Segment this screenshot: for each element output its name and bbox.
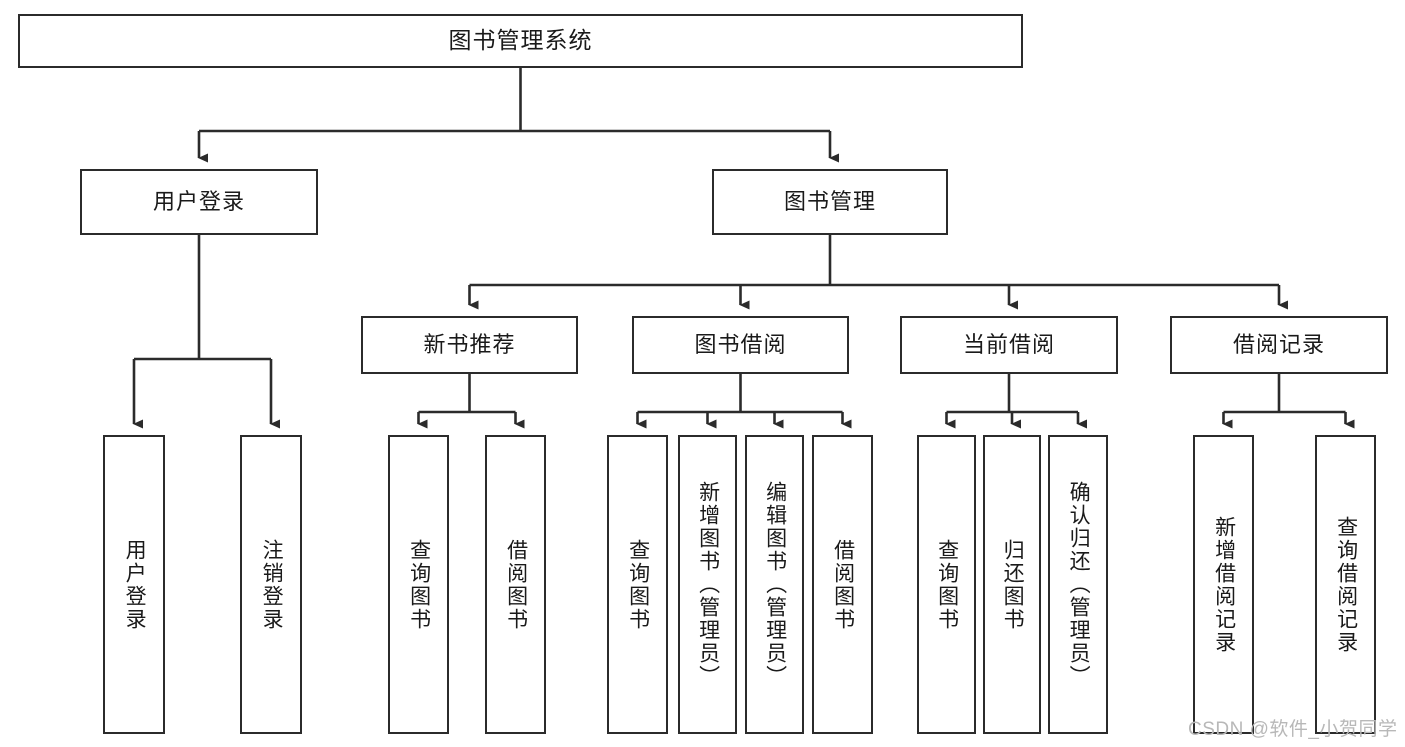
node-borrow-record[interactable]: 借阅记录 — [1170, 316, 1388, 374]
node-leaf-user-login[interactable]: 用户登录 — [103, 435, 165, 734]
node-leaf-return-book[interactable]: 归还图书 — [983, 435, 1041, 734]
node-label: 用户登录 — [152, 188, 245, 214]
node-leaf-query-record[interactable]: 查询借阅记录 — [1315, 435, 1376, 734]
node-label: 图书管理系统 — [448, 27, 593, 54]
node-label: 新增借阅记录 — [1212, 515, 1236, 654]
node-leaf-borrow-book-2[interactable]: 借阅图书 — [812, 435, 873, 734]
node-label: 查询借阅记录 — [1334, 515, 1358, 654]
node-leaf-user-logout[interactable]: 注销登录 — [240, 435, 302, 734]
node-leaf-query-book-3[interactable]: 查询图书 — [917, 435, 976, 734]
node-label: 查询图书 — [626, 538, 650, 631]
node-leaf-borrow-book-1[interactable]: 借阅图书 — [485, 435, 546, 734]
node-current-borrow[interactable]: 当前借阅 — [900, 316, 1118, 374]
node-leaf-query-book-1[interactable]: 查询图书 — [388, 435, 449, 734]
node-label: 图书管理 — [783, 188, 876, 214]
node-label: 查询图书 — [407, 538, 431, 631]
node-label: 确认归还（管理员） — [1067, 481, 1091, 688]
node-leaf-add-book[interactable]: 新增图书（管理员） — [678, 435, 737, 734]
node-label: 编辑图书（管理员） — [763, 481, 787, 688]
node-leaf-edit-book[interactable]: 编辑图书（管理员） — [745, 435, 804, 734]
node-book-manage[interactable]: 图书管理 — [712, 169, 948, 235]
csdn-watermark: CSDN @软件_小贺同学 — [1188, 719, 1398, 740]
node-label: 新书推荐 — [423, 331, 516, 357]
node-label: 归还图书 — [1001, 538, 1025, 631]
node-user-login[interactable]: 用户登录 — [80, 169, 318, 235]
node-label: 新增图书（管理员） — [696, 481, 720, 688]
node-label: 当前借阅 — [962, 331, 1055, 357]
node-label: 借阅记录 — [1232, 331, 1325, 357]
node-label: 注销登录 — [260, 538, 284, 631]
node-leaf-add-record[interactable]: 新增借阅记录 — [1193, 435, 1254, 734]
node-leaf-query-book-2[interactable]: 查询图书 — [607, 435, 668, 734]
node-new-book-rec[interactable]: 新书推荐 — [361, 316, 578, 374]
node-root[interactable]: 图书管理系统 — [18, 14, 1023, 68]
node-label: 借阅图书 — [831, 538, 855, 631]
node-label: 查询图书 — [935, 538, 959, 631]
node-label: 图书借阅 — [694, 331, 787, 357]
node-label: 借阅图书 — [504, 538, 528, 631]
node-book-borrow[interactable]: 图书借阅 — [632, 316, 849, 374]
node-leaf-confirm-return[interactable]: 确认归还（管理员） — [1048, 435, 1108, 734]
node-label: 用户登录 — [123, 538, 147, 631]
